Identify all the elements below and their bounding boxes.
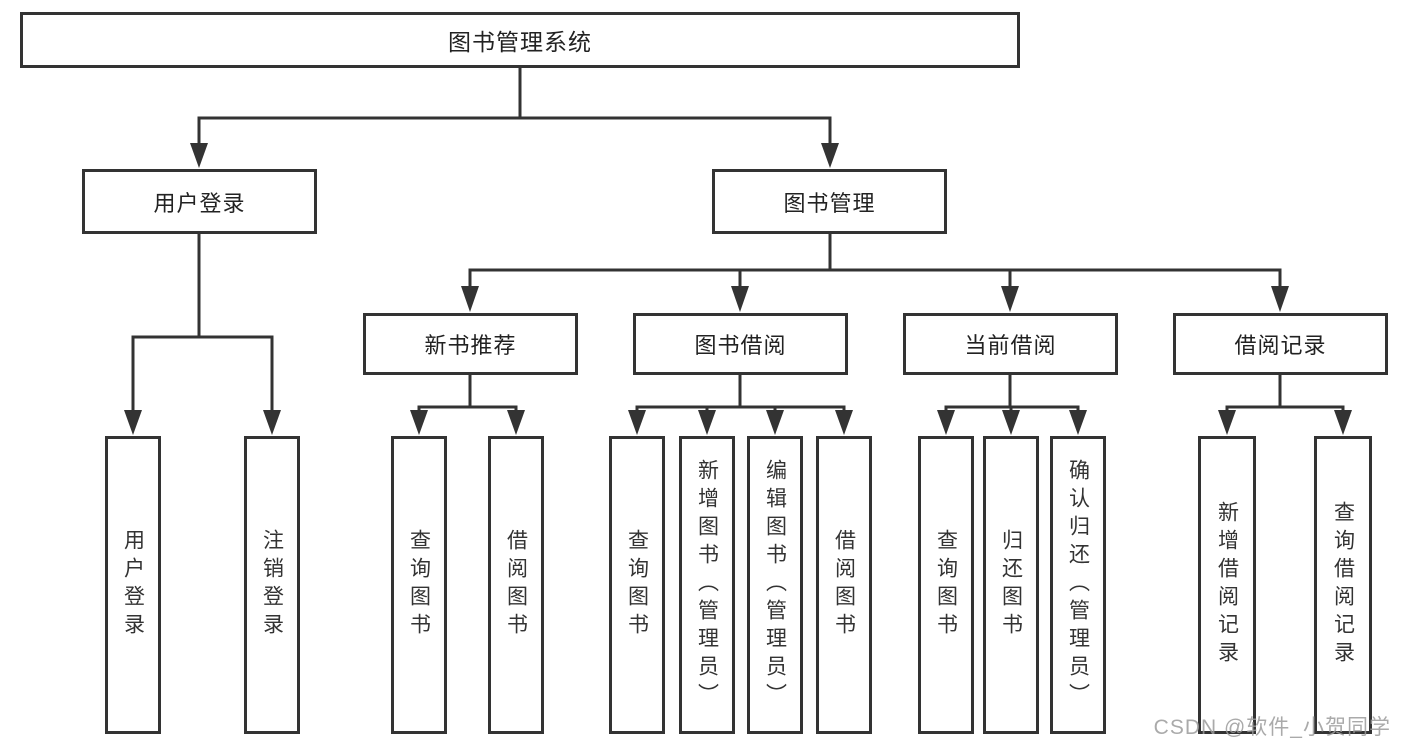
leaf-borrow-books-1: 借阅图书 [488,436,544,734]
node-borrow-records: 借阅记录 [1173,313,1388,375]
arrowhead [1334,410,1352,435]
node-new-book-recommend: 新书推荐 [363,313,578,375]
node-label: 用户登录 [153,190,246,216]
arrowhead [731,286,749,312]
arrowhead [628,410,646,435]
leaf-label: 编辑图书（管理员） [763,459,787,711]
connector-current-borrow-split [944,375,1080,412]
node-label: 图书借阅 [694,333,787,358]
connector-user-login-split [131,234,274,412]
node-label: 图书管理 [783,190,876,216]
connector-borrow-records-split [1225,375,1345,412]
leaf-label: 查询图书 [625,529,649,641]
node-library-system: 图书管理系统 [20,12,1020,68]
leaf-return-book: 归还图书 [983,436,1039,734]
leaf-query-borrow-record: 查询借阅记录 [1314,436,1372,734]
arrowhead [1069,410,1087,435]
arrowhead [835,410,853,435]
leaf-add-book-admin: 新增图书（管理员） [679,436,735,734]
arrowhead [190,143,208,168]
leaf-label: 确认归还（管理员） [1066,459,1090,711]
connector-root-to-level2 [197,68,832,145]
arrowhead [937,410,955,435]
arrowhead [507,410,525,435]
node-book-management: 图书管理 [712,169,947,234]
leaf-label: 归还图书 [999,529,1023,641]
leaf-label: 新增图书（管理员） [695,459,719,711]
leaf-edit-book-admin: 编辑图书（管理员） [747,436,803,734]
leaf-confirm-return-admin: 确认归还（管理员） [1050,436,1106,734]
arrowhead [1002,410,1020,435]
arrowhead [263,410,281,435]
arrowhead [1218,410,1236,435]
leaf-query-books-1: 查询图书 [391,436,447,734]
leaf-logout: 注销登录 [244,436,300,734]
watermark: CSDN @软件_小贺同学 [1153,716,1391,739]
node-book-borrow: 图书借阅 [633,313,848,375]
node-current-borrow: 当前借阅 [903,313,1118,375]
leaf-borrow-books-2: 借阅图书 [816,436,872,734]
arrowhead [821,143,839,168]
connector-new-book-recommend-split [417,375,518,412]
arrowhead [124,410,142,435]
leaf-query-books-3: 查询图书 [918,436,974,734]
connector-book-management-split [468,234,1282,288]
leaf-label: 查询借阅记录 [1331,501,1355,669]
leaf-label: 查询图书 [407,529,431,641]
leaf-label: 查询图书 [934,529,958,641]
connector-book-borrow-split [635,375,846,412]
arrowhead [766,410,784,435]
node-label: 图书管理系统 [448,29,592,55]
node-user-login: 用户登录 [82,169,317,234]
leaf-label: 借阅图书 [504,529,528,641]
leaf-add-borrow-record: 新增借阅记录 [1198,436,1256,734]
leaf-label: 新增借阅记录 [1215,501,1239,669]
arrowhead [410,410,428,435]
node-label: 新书推荐 [424,333,517,358]
leaf-query-books-2: 查询图书 [609,436,665,734]
arrowhead [461,286,479,312]
leaf-label: 用户登录 [121,529,145,641]
arrowhead [1001,286,1019,312]
arrowhead [698,410,716,435]
node-label: 当前借阅 [964,333,1057,358]
leaf-label: 借阅图书 [832,529,856,641]
arrowhead [1271,286,1289,312]
node-label: 借阅记录 [1234,333,1327,358]
leaf-user-login: 用户登录 [105,436,161,734]
leaf-label: 注销登录 [260,529,284,641]
